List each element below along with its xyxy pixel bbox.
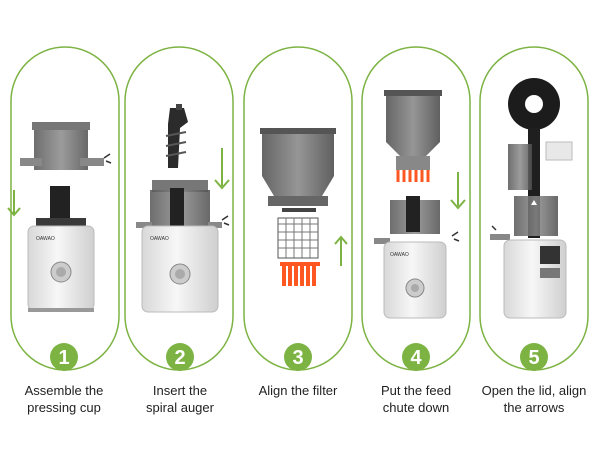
step-number: 3 [292, 347, 303, 369]
up-arrow-icon [334, 235, 348, 266]
step-3-panel [243, 46, 353, 371]
step-3-label: Align the filter [258, 383, 338, 398]
brand-logo: OAWAO [150, 236, 169, 242]
feed-chute-image [384, 90, 442, 182]
down-arrow-icon [450, 172, 466, 210]
juicer-base-image: OAWAO [374, 196, 460, 319]
step-1-panel: OAWAO [7, 46, 120, 371]
step-5-label: Open the lid, align the arrows [481, 383, 587, 415]
step-number: 5 [528, 347, 539, 369]
step-number-badges: 1 2 3 4 5 [50, 343, 548, 371]
step-number: 1 [58, 347, 69, 369]
filter-assembly-image [260, 128, 336, 259]
step-badge: 5 [520, 343, 548, 371]
step-badge: 4 [402, 343, 430, 371]
step-number: 2 [174, 347, 185, 369]
step-badge: 1 [50, 343, 78, 371]
orange-brush-image [280, 262, 320, 286]
step-2-panel: OAWAO [124, 46, 234, 371]
down-arrow-icon [7, 190, 21, 217]
brand-logo: OAWAO [390, 252, 409, 258]
down-arrow-icon [214, 148, 230, 190]
step-5-panel [479, 46, 589, 371]
juicer-lid-open-image [490, 78, 573, 319]
step-2-label: Insert the spiral auger [146, 383, 214, 415]
brand-logo: OAWAO [36, 236, 55, 242]
step-badge: 2 [166, 343, 194, 371]
step-4-panel: OAWAO [361, 46, 471, 371]
step-number: 4 [410, 347, 422, 369]
step-badge: 3 [284, 343, 312, 371]
pressing-cup-image [20, 122, 112, 170]
juicer-with-cup-image: OAWAO [136, 180, 230, 313]
step-1-label: Assemble the pressing cup [24, 383, 104, 415]
step-4-label: Put the feed chute down [380, 383, 452, 415]
juicer-base-image: OAWAO [27, 186, 95, 312]
spiral-auger-image [165, 104, 188, 168]
